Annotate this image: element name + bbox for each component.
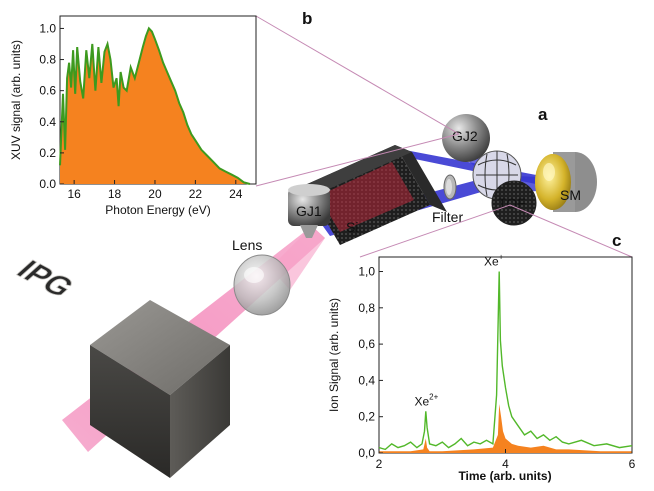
ion-signal-green-series	[378, 271, 633, 451]
gj2-jet	[442, 114, 490, 162]
panel-label-a: a	[538, 105, 548, 124]
spectrum-area	[60, 28, 250, 185]
y-tick-label: 0.0	[39, 177, 56, 191]
filter	[443, 174, 457, 200]
x-tick-label: 20	[148, 187, 162, 201]
y-tick-label: 0.8	[39, 53, 56, 67]
spectrum-line	[59, 26, 251, 185]
panel-label-b: b	[302, 9, 312, 28]
gj1-jet	[288, 184, 330, 238]
y-tick-label: 0.2	[39, 146, 56, 160]
sm-mirror	[535, 152, 597, 212]
xuv-spectrum-chart: 16 18 20 22 24 0.0 0.2 0.4 0.6 0.8 1.0 Photon Ener…	[9, 15, 257, 217]
tof-label: TOF	[498, 195, 526, 211]
x-tick-label: 16	[67, 187, 81, 201]
chart-c-frame	[378, 256, 633, 454]
chart-c-ylabel: Ion Signal (arb. units)	[327, 298, 341, 412]
peak-annotation-charge: +	[499, 253, 504, 262]
peak-annotation-charge: 2+	[429, 392, 438, 401]
y-tick-label: 0,4	[358, 373, 375, 387]
ion-signal-orange-series	[379, 404, 632, 453]
ipg-box: IPG	[9, 254, 230, 478]
si-cell	[305, 145, 447, 245]
y-tick-label: 1.0	[39, 21, 56, 35]
y-tick-label: 0.6	[39, 84, 56, 98]
filter-label: Filter	[432, 209, 463, 225]
si-label: Si	[346, 219, 358, 235]
tof-detector	[491, 180, 537, 226]
x-tick-label: 4	[502, 457, 509, 471]
gj2-label: GJ2	[452, 128, 478, 144]
lens-label: Lens	[232, 237, 262, 253]
chart-b-ylabel: XUV signal (arb. units)	[9, 40, 23, 160]
x-tick-label: 24	[229, 187, 243, 201]
lens	[233, 254, 291, 316]
ipg-label: IPG	[9, 254, 81, 302]
gj1-label: GJ1	[296, 203, 322, 219]
x-tick-label: 22	[189, 187, 203, 201]
y-tick-label: 0.4	[39, 115, 56, 129]
sm-label: SM	[560, 187, 581, 203]
x-tick-label: 18	[108, 187, 122, 201]
y-tick-label: 0,6	[358, 337, 375, 351]
y-tick-label: 1,0	[358, 265, 375, 279]
chart-b-xlabel: Photon Energy (eV)	[105, 203, 210, 217]
y-tick-label: 0,8	[358, 301, 375, 315]
x-tick-label: 2	[376, 457, 383, 471]
y-tick-label: 0,0	[358, 446, 375, 460]
y-tick-label: 0,2	[358, 410, 375, 424]
chart-c-xlabel: Time (arb. units)	[458, 469, 551, 483]
x-tick-label: 6	[629, 457, 636, 471]
callout-lines	[255, 15, 633, 258]
panel-label-c: c	[612, 231, 621, 250]
